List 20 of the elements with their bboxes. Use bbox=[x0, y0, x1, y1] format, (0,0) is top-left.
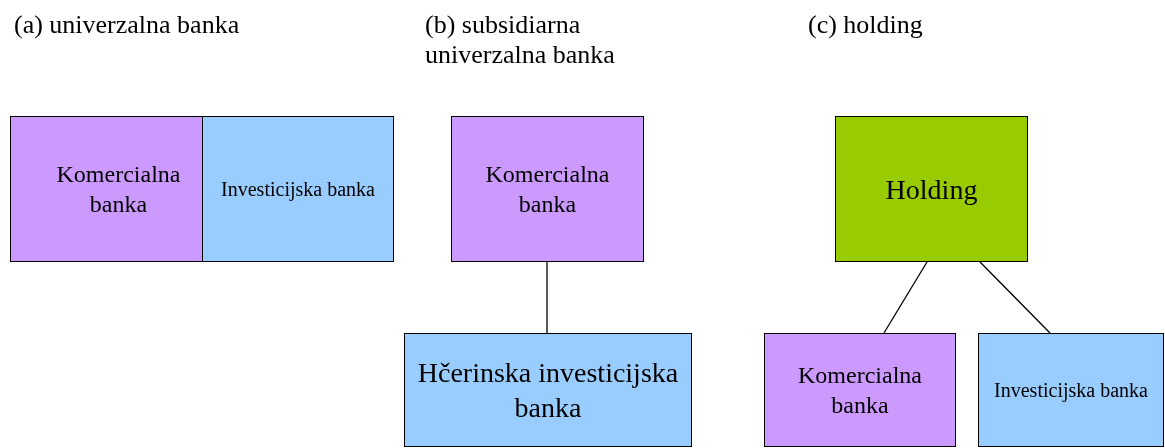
bank-box bbox=[835, 116, 1028, 262]
connector-line bbox=[883, 261, 928, 334]
box-label: Komercialna banka bbox=[797, 361, 923, 420]
box-label: Holding bbox=[884, 172, 979, 207]
bank-box bbox=[978, 333, 1164, 447]
bank-box bbox=[10, 116, 203, 262]
connector-line bbox=[979, 261, 1051, 334]
box-label: Hčerinska investicijska banka bbox=[416, 356, 680, 425]
connector-line bbox=[546, 261, 548, 334]
box-label: Komercialna banka bbox=[55, 160, 182, 219]
box-label: Investicijska banka bbox=[993, 377, 1149, 403]
box-label: Investicijska banka bbox=[220, 176, 376, 202]
section-heading: (a) univerzalna banka bbox=[14, 10, 241, 40]
bank-box bbox=[764, 333, 956, 447]
section-heading: (c) holding bbox=[808, 10, 924, 40]
bank-box bbox=[404, 333, 692, 447]
box-label: Komercialna banka bbox=[484, 160, 611, 219]
bank-box bbox=[451, 116, 644, 262]
bank-box bbox=[202, 116, 394, 262]
section-heading: (b) subsidiarna univerzalna banka bbox=[425, 10, 616, 70]
